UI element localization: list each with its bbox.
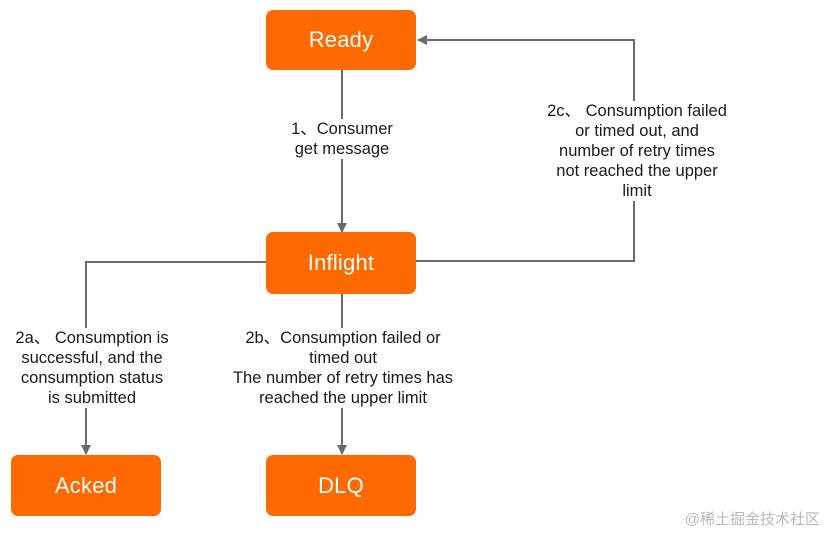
edge-label-line: not reached the upper <box>556 162 718 180</box>
watermark: @稀土掘金技术社区 <box>684 511 820 528</box>
edge-label-line: 2b、Consumption failed or <box>245 329 441 347</box>
node-acked: Acked <box>11 455 161 516</box>
edge-label-line: or timed out, and <box>575 122 699 140</box>
node-dlq-label: DLQ <box>318 472 364 498</box>
edge-label-line: 2a、 Consumption is <box>15 329 169 347</box>
edge-label-acked: 2a、 Consumption is successful, and the c… <box>2 328 182 408</box>
edge-label-line: 2c、 Consumption failed <box>547 102 727 120</box>
node-dlq: DLQ <box>266 455 416 516</box>
node-inflight-label: Inflight <box>307 250 375 275</box>
node-inflight: Inflight <box>266 232 416 294</box>
node-ready-label: Ready <box>308 27 374 52</box>
edge-label-retry: 2c、 Consumption failed or timed out, and… <box>532 101 742 201</box>
edge-label-line: consumption status <box>20 369 164 387</box>
node-acked-label: Acked <box>54 472 118 498</box>
edge-label-line: 1、Consumer <box>291 120 393 138</box>
edge-label-line: successful, and the <box>21 349 163 367</box>
edge-label-get-message: 1、Consumer get message <box>272 119 412 159</box>
edge-label-line: limit <box>622 182 652 200</box>
edge-label-dlq: 2b、Consumption failed or timed out The n… <box>216 328 470 408</box>
edge-label-line: reached the upper limit <box>259 389 427 407</box>
edge-label-line: The number of retry times has <box>232 369 454 387</box>
edge-label-line: timed out <box>309 349 377 367</box>
edge-label-line: get message <box>294 140 390 158</box>
node-ready: Ready <box>266 10 416 70</box>
edge-label-line: number of retry times <box>559 142 715 160</box>
edge-label-line: is submitted <box>47 389 137 407</box>
